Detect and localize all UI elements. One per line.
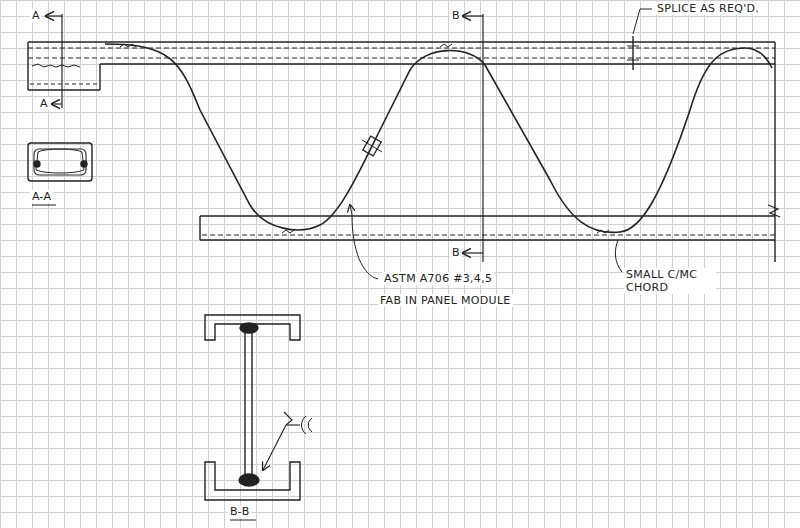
section-mark: A [38, 97, 50, 110]
material-note: ASTM A706 #3,4,5 [382, 272, 494, 285]
note-text: SPLICE AS REQ'D. [655, 2, 761, 15]
fabrication-note: FAB IN PANEL MODULE [378, 294, 513, 307]
section-mark: B [450, 246, 462, 259]
section-mark: A [30, 9, 42, 22]
section-title: A-A [30, 190, 53, 203]
chord-note: SMALL C/MC CHORD [624, 268, 716, 294]
section-mark: B [450, 9, 462, 22]
section-title: B-B [228, 505, 252, 518]
